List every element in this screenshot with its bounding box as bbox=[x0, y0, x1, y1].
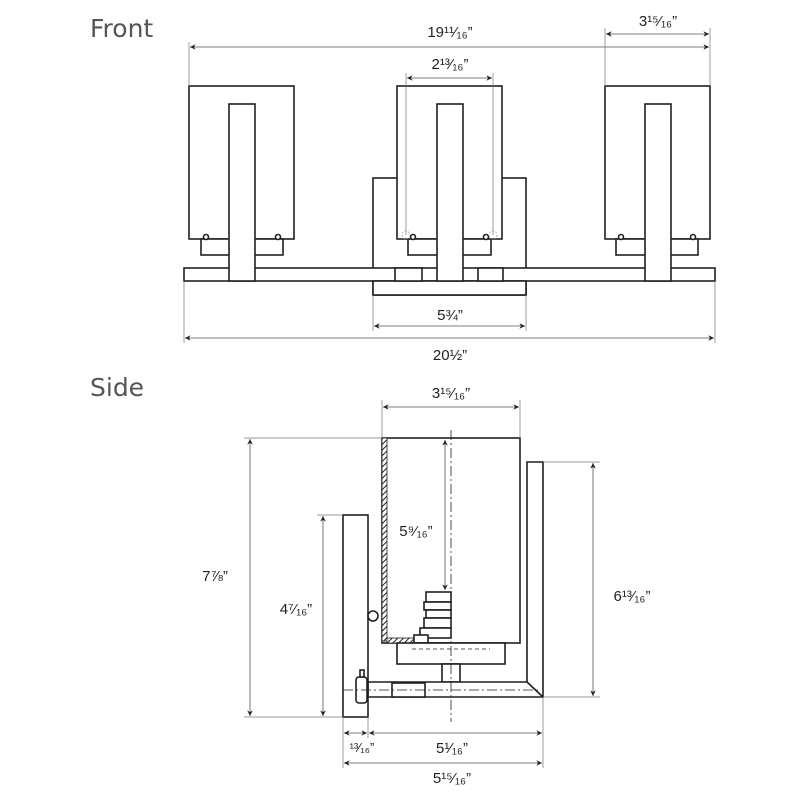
screw-icon bbox=[689, 233, 697, 241]
backplate-bottom bbox=[372, 280, 527, 296]
screw-icon bbox=[617, 233, 625, 241]
dim-overall-shade-span: 19¹¹⁄₁₆” bbox=[427, 24, 472, 41]
dim-overall-extension: 5¹⁵⁄₁₆” bbox=[433, 770, 471, 787]
dim-overall-height: 7⅞” bbox=[202, 568, 228, 585]
screw-icon bbox=[482, 233, 490, 241]
dim-backplate-height: 4⁷⁄₁₆” bbox=[280, 601, 312, 618]
dim-shade-height: 5⁹⁄₁₆” bbox=[399, 523, 432, 540]
front-view-title: Front bbox=[90, 14, 153, 43]
center-fixture bbox=[396, 85, 503, 282]
dim-arm-extension: 5¹⁄₁₆” bbox=[436, 740, 468, 757]
dim-shade-width: 3¹⁵⁄₁₆” bbox=[639, 13, 677, 30]
left-fixture bbox=[188, 85, 295, 282]
front-view: 19¹¹⁄₁₆” 3¹⁵⁄₁₆” 2¹³⁄₁₆” 5¾” 20½” bbox=[183, 13, 716, 364]
dim-backplate-width: 5¾” bbox=[437, 307, 463, 324]
side-view: 3¹⁵⁄₁₆” 7⅞” 4⁷⁄₁₆” 5⁹⁄₁₆” 6¹³⁄₁₆” ¹³⁄₁₆”… bbox=[202, 385, 650, 787]
stem bbox=[228, 103, 256, 282]
side-view-title: Side bbox=[90, 373, 144, 402]
stem bbox=[644, 103, 672, 282]
dim-arm-height: 6¹³⁄₁₆” bbox=[614, 588, 651, 605]
dim-shade-depth: 3¹⁵⁄₁₆” bbox=[432, 385, 470, 402]
stem bbox=[436, 103, 464, 282]
dim-holder-width: 2¹³⁄₁₆” bbox=[432, 56, 469, 73]
screw-icon bbox=[409, 233, 417, 241]
dim-overall-width: 20½” bbox=[433, 347, 467, 364]
dim-backplate-depth: ¹³⁄₁₆” bbox=[350, 740, 375, 755]
screw-icon bbox=[202, 233, 210, 241]
screw-icon bbox=[274, 233, 282, 241]
knob bbox=[367, 610, 379, 622]
right-fixture bbox=[604, 85, 711, 282]
